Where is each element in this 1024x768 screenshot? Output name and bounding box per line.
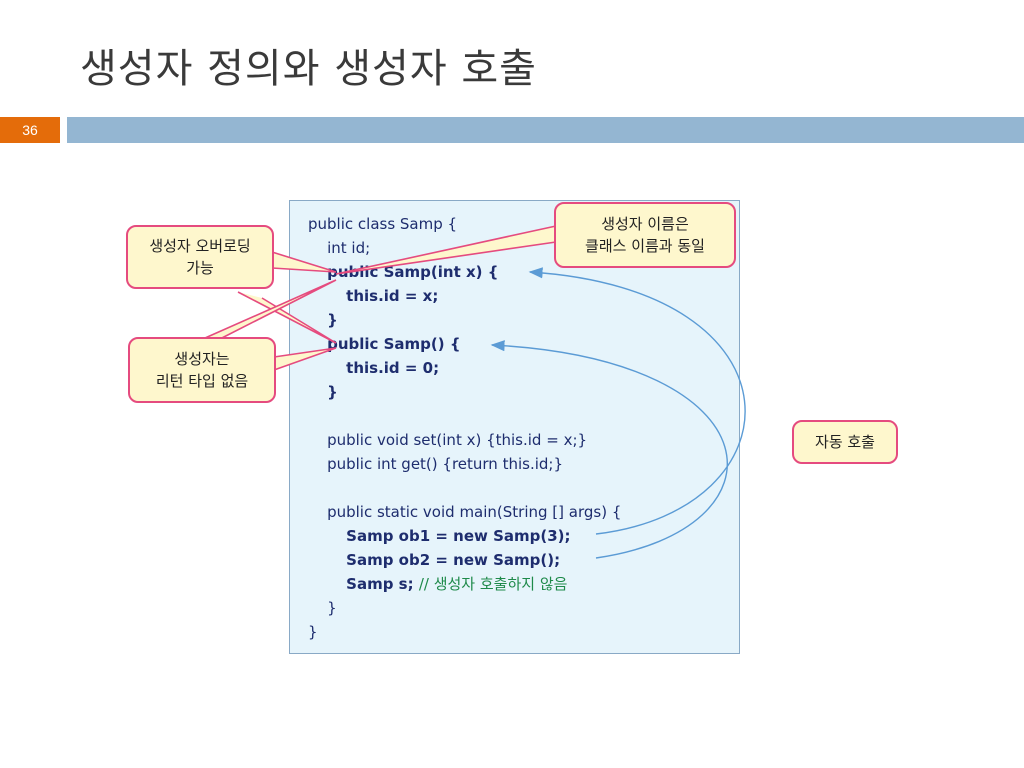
code-text: public int get() {return this.id;} [327,455,564,473]
code-text: int id; [327,239,371,257]
header-bar [67,117,1024,143]
code-text: } [308,623,318,641]
code-text: public void set(int x) {this.id = x;} [327,431,588,449]
callout-no-return-line2: 리턴 타입 없음 [155,372,249,390]
code-line: public int get() {return this.id;} [308,452,621,476]
callout-no-return-line1: 생성자는 [174,350,230,368]
code-line: Samp ob2 = new Samp(); [308,548,621,572]
code-text: Samp s; [346,575,419,593]
callout-pointers [195,225,557,371]
pointer-samename [335,225,557,275]
code-line: public static void main(String [] args) … [308,500,621,524]
code-line: } [308,380,621,404]
code-text: public static void main(String [] args) … [327,503,622,521]
call-arrows [490,267,746,559]
code-text: Samp ob2 = new Samp(); [346,551,561,569]
callout-overload-line2: 가능 [186,259,214,277]
arrow-ob1-to-ctor1 [528,267,746,535]
callout-no-return: 생성자는 리턴 타입 없음 [128,337,276,403]
code-line: public class Samp { [308,212,621,236]
code-text: } [327,383,338,401]
code-comment: // 생성자 호출하지 않음 [418,575,568,593]
code-text: this.id = 0; [346,359,440,377]
code-line: this.id = x; [308,284,621,308]
pointer-noreturn-to-ctor2 [273,347,337,371]
code-line: this.id = 0; [308,356,621,380]
code-line: Samp s; // 생성자 호출하지 않음 [308,572,621,596]
code-line: } [308,308,621,332]
code-text: public Samp() { [327,335,461,353]
callout-same-name: 생성자 이름은 클래스 이름과 동일 [554,202,736,268]
callout-overload-line1: 생성자 오버로딩 [149,237,251,255]
code-text: this.id = x; [346,287,439,305]
callout-auto-call-line1: 자동 호출 [815,433,875,451]
code-panel [289,200,740,654]
code-line: Samp ob1 = new Samp(3); [308,524,621,548]
code-text: } [327,599,337,617]
code-line: } [308,596,621,620]
slide-number: 36 [0,117,60,143]
code-line: public void set(int x) {this.id = x;} [308,428,621,452]
callout-auto-call: 자동 호출 [792,420,898,464]
code-text: } [327,311,338,329]
code-text: Samp ob1 = new Samp(3); [346,527,571,545]
callout-same-name-line1: 생성자 이름은 [601,215,689,233]
code-line: } [308,620,621,644]
pointer-overload-to-ctor1 [271,251,337,273]
arrow-ob2-to-ctor2 [490,340,728,559]
code-line: int id; [308,236,621,260]
pointer-noreturn-to-ctor1 [195,279,337,343]
code-line: public Samp() { [308,332,621,356]
callout-overload: 생성자 오버로딩 가능 [126,225,274,289]
callout-same-name-line2: 클래스 이름과 동일 [585,237,705,255]
slide-title: 생성자 정의와 생성자 호출 [80,46,537,92]
code-text: public class Samp { [308,215,458,233]
